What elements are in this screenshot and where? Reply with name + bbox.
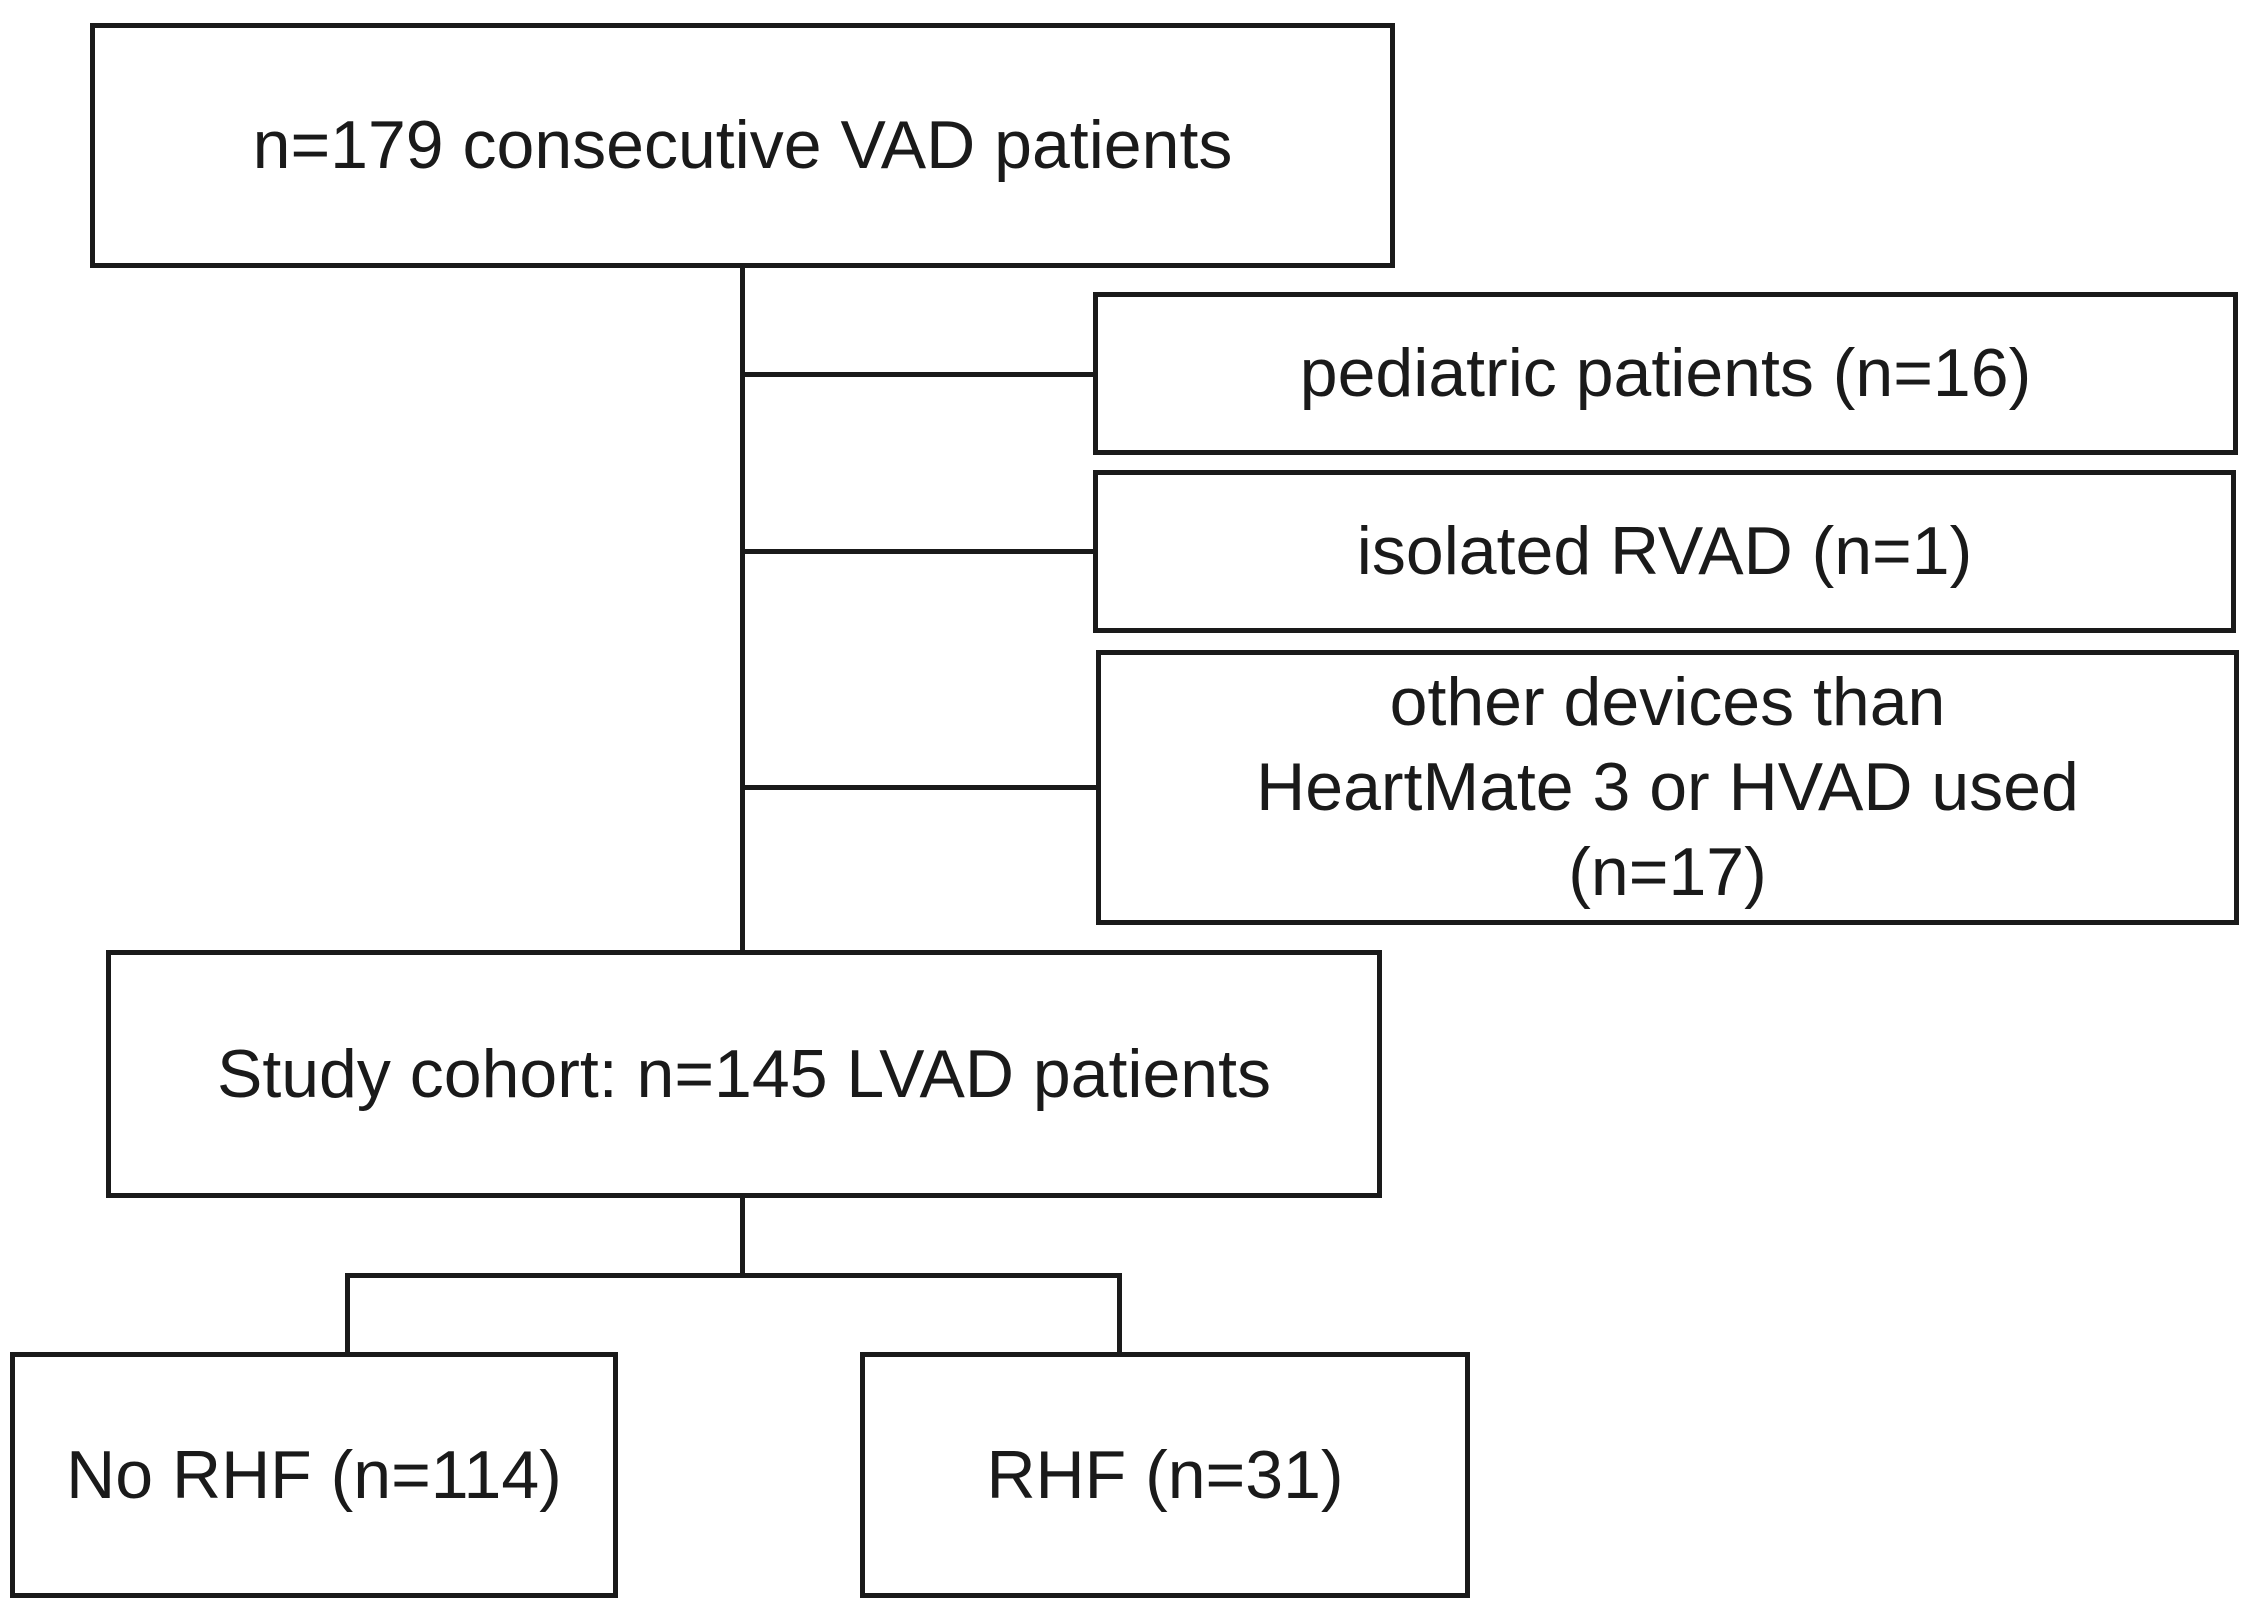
rhf-group-label: RHF (n=31): [986, 1436, 1344, 1513]
exclusion-box-pediatric: pediatric patients (n=16): [1093, 292, 2238, 455]
group-split-connector: [345, 1273, 1122, 1278]
exclusion-label-devices: other devices than HeartMate 3 or HVAD u…: [1256, 664, 2079, 910]
main-trunk-connector: [740, 266, 745, 952]
cohort-stem-connector: [740, 1196, 745, 1276]
study-cohort-box: Study cohort: n=145 LVAD patients: [106, 950, 1382, 1198]
exclusion-label-pediatric: pediatric patients (n=16): [1299, 335, 2032, 411]
no-rhf-group-box: No RHF (n=114): [10, 1352, 618, 1598]
total-patients-box: n=179 consecutive VAD patients: [90, 23, 1395, 268]
group-leg-rhf: [1117, 1273, 1122, 1354]
study-cohort-label: Study cohort: n=145 LVAD patients: [216, 1035, 1272, 1112]
group-leg-no-rhf: [345, 1273, 350, 1354]
exclusion-branch-pediatric: [740, 372, 1095, 377]
exclusion-branch-rvad: [740, 549, 1095, 554]
exclusion-branch-devices: [740, 785, 1098, 790]
exclusion-label-rvad: isolated RVAD (n=1): [1356, 513, 1973, 589]
exclusion-box-rvad: isolated RVAD (n=1): [1093, 470, 2236, 633]
total-patients-label: n=179 consecutive VAD patients: [252, 107, 1233, 183]
rhf-group-box: RHF (n=31): [860, 1352, 1470, 1598]
exclusion-box-devices: other devices than HeartMate 3 or HVAD u…: [1096, 650, 2239, 925]
no-rhf-group-label: No RHF (n=114): [66, 1436, 562, 1513]
